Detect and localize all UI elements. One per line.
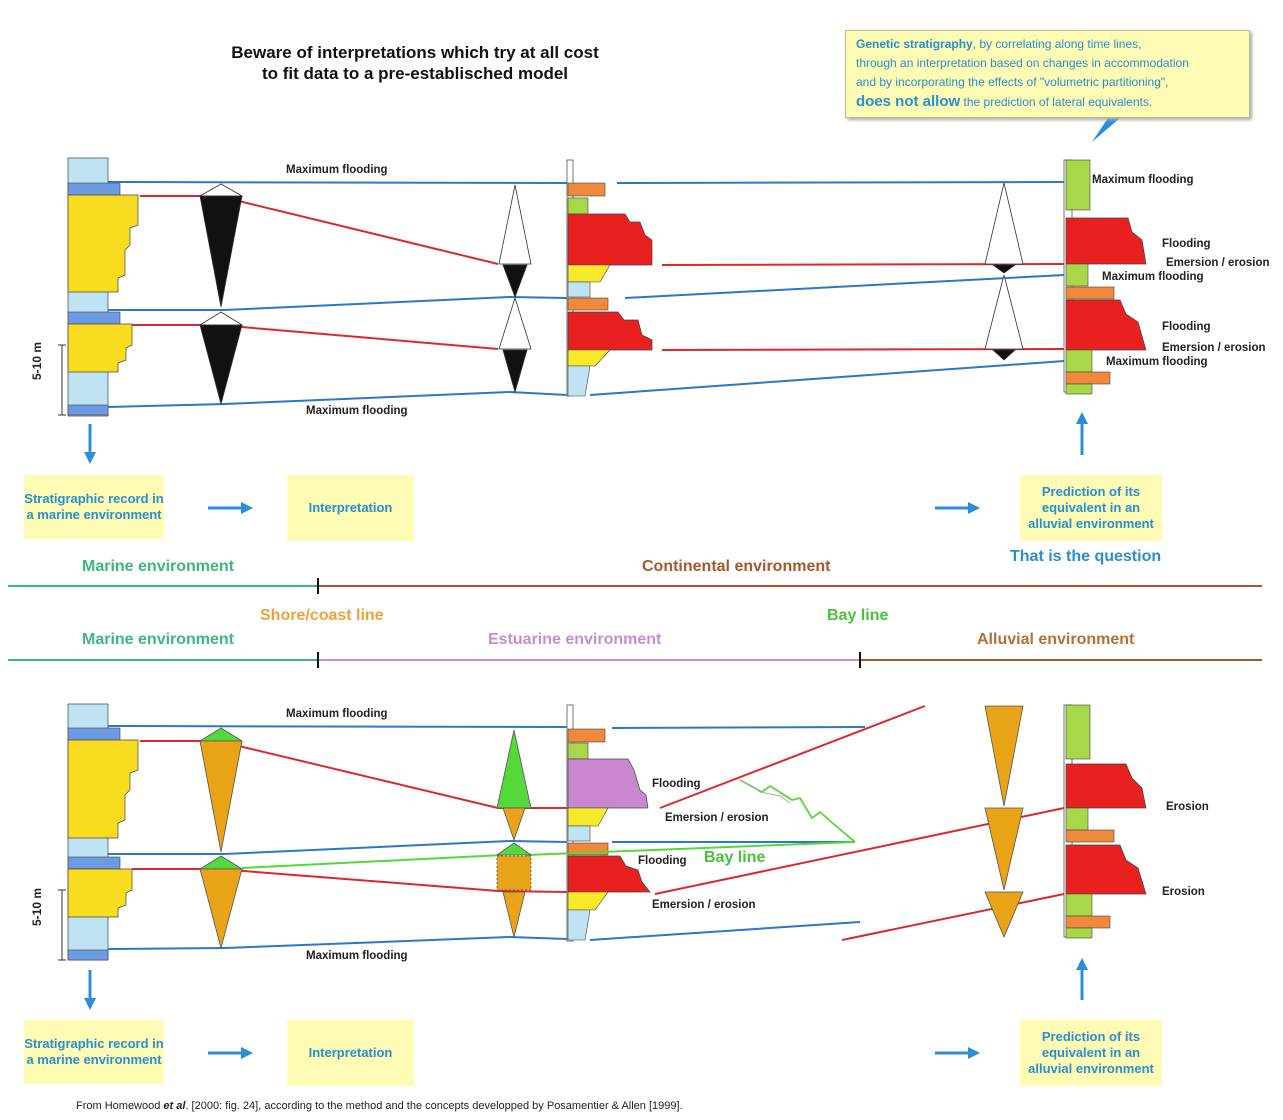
estuarine-env-label: Estuarine environment — [488, 631, 662, 648]
bottom-emersion-label-1: Emersion / erosion — [665, 812, 769, 824]
bottom-arrows — [84, 958, 1088, 1059]
credit-etal: et al — [163, 1100, 186, 1112]
top-right-column — [1063, 159, 1147, 395]
right-emersion-label-1: Emersion / erosion — [1166, 257, 1270, 269]
bay-line-label: Bay line — [827, 607, 889, 624]
top-prediction-box: Prediction of its equivalent in an alluv… — [1020, 475, 1162, 541]
bottom-middle-column — [566, 704, 651, 942]
callout-tail: the prediction of lateral equivalents. — [960, 95, 1153, 109]
top-middle-column — [566, 159, 653, 397]
callout-heading: Genetic stratigraphy — [856, 37, 973, 51]
bottom-flooding-label-1: Flooding — [652, 778, 701, 790]
right-max-flooding-label-1: Maximum flooding — [1092, 174, 1194, 186]
shore-line-label: Shore/coast line — [260, 607, 384, 624]
top-record-box: Stratigraphic record in a marine environ… — [24, 475, 164, 539]
bay-line-zigzag — [739, 779, 856, 843]
top-interpretation-box: Interpretation — [287, 475, 414, 541]
callout-line1: , by correlating along time lines, — [972, 37, 1142, 51]
top-left-column — [67, 157, 139, 417]
top-scale-label: 5-10 m — [30, 341, 44, 380]
callout-line3: and by incorporating the effects of "vol… — [856, 75, 1169, 89]
continental-env-label: Continental environment — [642, 558, 831, 575]
marine-env-label-1: Marine environment — [82, 558, 235, 575]
callout-bold: does not allow — [856, 93, 961, 110]
bottom-flooding-label-2: Flooding — [638, 855, 687, 867]
marine-env-label-2: Marine environment — [82, 631, 235, 648]
bottom-scale-label: 5-10 m — [30, 887, 44, 926]
credit-pre: From Homewood — [76, 1100, 164, 1112]
top-max-flooding-bottom-label: Maximum flooding — [306, 405, 408, 417]
that-is-the-question: That is the question — [1010, 548, 1162, 565]
right-emersion-label-2: Emersion / erosion — [1162, 342, 1266, 354]
source-credit: From Homewood et al. [2000: fig. 24], ac… — [76, 1100, 683, 1112]
bottom-prediction-box: Prediction of its equivalent in an alluv… — [1020, 1020, 1162, 1086]
bottom-max-flooding-bottom-label: Maximum flooding — [306, 950, 408, 962]
page-title: Beware of interpretations which try at a… — [231, 43, 599, 83]
credit-post: . [2000: fig. 24], according to the meth… — [185, 1100, 683, 1112]
bottom-left-column — [67, 703, 139, 961]
bottom-interpretation-box: Interpretation — [287, 1020, 414, 1086]
right-max-flooding-label-3: Maximum flooding — [1106, 356, 1208, 368]
bottom-correlation-lines — [107, 705, 1065, 950]
bottom-triangles — [198, 705, 1024, 950]
top-arrows — [84, 118, 1120, 514]
top-max-flooding-label: Maximum flooding — [286, 164, 388, 176]
top-triangles — [198, 182, 1024, 406]
genetic-stratigraphy-callout: Genetic stratigraphy, by correlating alo… — [845, 30, 1250, 118]
bottom-erosion-label-2: Erosion — [1162, 886, 1205, 898]
environment-lines — [8, 578, 1262, 668]
bottom-bay-line-label: Bay line — [704, 849, 766, 866]
bottom-max-flooding-label: Maximum flooding — [286, 708, 388, 720]
bottom-erosion-label-1: Erosion — [1166, 801, 1209, 813]
callout-line2: through an interpretation based on chang… — [856, 56, 1189, 70]
right-flooding-label-2: Flooding — [1162, 321, 1211, 333]
bottom-emersion-label-2: Emersion / erosion — [652, 899, 756, 911]
right-flooding-label-1: Flooding — [1162, 238, 1211, 250]
bottom-record-box: Stratigraphic record in a marine environ… — [24, 1020, 164, 1084]
right-max-flooding-label-2: Maximum flooding — [1102, 271, 1204, 283]
alluvial-env-label: Alluvial environment — [977, 631, 1135, 648]
bottom-right-column — [1063, 704, 1147, 939]
